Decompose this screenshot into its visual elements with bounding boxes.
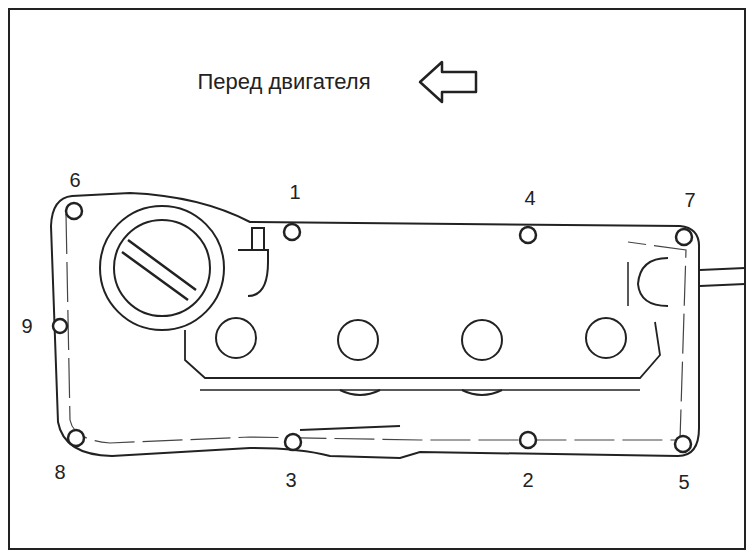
oil-cap-inner — [114, 220, 210, 316]
callout-number: 1 — [289, 182, 300, 202]
callout-number: 3 — [285, 470, 296, 490]
breather-tube — [252, 228, 264, 250]
cover-outline — [51, 193, 699, 458]
breather-hose — [238, 250, 268, 296]
spark-plug-holes — [216, 318, 626, 360]
oil-cap-grip — [122, 240, 196, 300]
pcv-port — [638, 258, 668, 306]
pcv-pipe — [700, 268, 745, 286]
rib — [300, 426, 400, 430]
callout-number: 7 — [684, 190, 695, 210]
callout-number: 9 — [21, 316, 32, 336]
plug-well-edge — [200, 389, 640, 391]
callout-number: 8 — [54, 462, 65, 482]
callout-number: 5 — [678, 472, 689, 492]
plug-well-notch — [340, 390, 502, 395]
pcv-port-edge — [627, 262, 629, 306]
oil-cap — [100, 206, 224, 330]
bolts — [53, 203, 692, 452]
callout-number: 6 — [69, 170, 80, 190]
front-direction-label: Перед двигателя — [197, 71, 370, 93]
callout-number: 2 — [522, 470, 533, 490]
frame — [9, 9, 745, 549]
callout-number: 4 — [524, 188, 535, 208]
front-arrow — [420, 62, 476, 102]
